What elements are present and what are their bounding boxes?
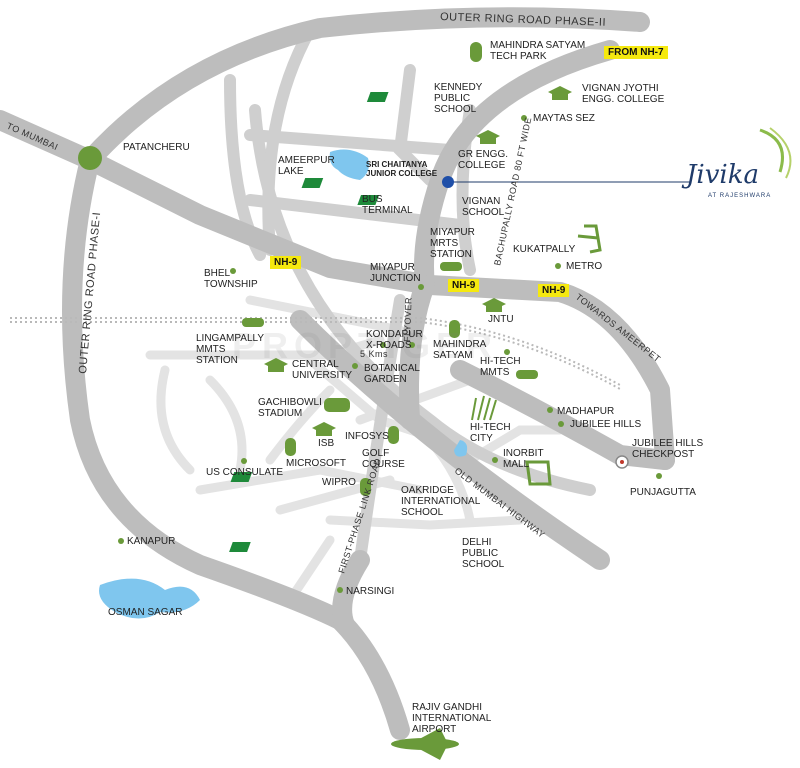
label-maytas-sez: MAYTAS SEZ: [533, 113, 595, 124]
label-kanapur: KANAPUR: [127, 536, 176, 547]
label-microsoft: MICROSOFT: [286, 458, 346, 469]
from-nh7-badge: FROM NH-7: [604, 46, 668, 59]
label-metro: METRO: [566, 261, 603, 272]
label-botanical-garden: BOTANICAL GARDEN: [364, 363, 420, 385]
label-miyapur-mrts: MIYAPUR MRTS STATION: [430, 227, 475, 260]
label-osman-sagar: OSMAN SAGAR: [108, 607, 183, 618]
label-central-university: CENTRAL UNIVERSITY: [292, 359, 353, 381]
label-kennedy-school: KENNEDY PUBLIC SCHOOL: [434, 82, 483, 115]
label-isb: ISB: [318, 438, 335, 449]
label-vignan-school: VIGNAN SCHOOL: [462, 196, 505, 218]
patancheru-junction-marker: [78, 146, 102, 170]
label-golf-course: GOLF COURSE: [362, 448, 405, 470]
landmark-dots: [118, 115, 662, 593]
airport-icon: [391, 728, 459, 760]
label-gachibowli-stadium: GACHIBOWLI STADIUM: [258, 397, 322, 419]
watermark: PROPTIGER: [232, 325, 499, 366]
project-location-marker: [442, 176, 454, 188]
label-miyapur-junction: MIYAPUR JUNCTION: [370, 262, 421, 284]
label-mahindra-satyam: MAHINDRA SATYAM: [433, 339, 487, 361]
college-icons: [264, 86, 572, 436]
label-wipro: WIPRO: [322, 477, 356, 488]
nh9-badge-center: NH-9: [448, 279, 480, 292]
stadium-icon: [324, 398, 350, 412]
label-ameerpur-lake: AMEERPUR LAKE: [278, 155, 335, 177]
label-hitech-mmts: HI-TECH MMTS: [480, 356, 521, 378]
osman-sagar-shape: [99, 578, 200, 619]
towards-ameerpet-label: TOWARDS AMEERPET: [574, 292, 663, 365]
label-rajiv-gandhi-airport: RAJIV GANDHI INTERNATIONAL AIRPORT: [412, 702, 492, 735]
label-lingampally: LINGAMPALLY MMTS STATION: [196, 333, 264, 366]
label-sri-chaitanya: SRI CHAITANYA JUNIOR COLLEGE: [366, 160, 438, 178]
brand-swoosh: [759, 128, 784, 173]
cart-icons: [525, 224, 602, 486]
label-narsingi: NARSINGI: [346, 586, 395, 597]
label-delhi-public-school: DELHI PUBLIC SCHOOL: [462, 537, 505, 570]
label-mahindra-satyam-tech-park: MAHINDRA SATYAM TECH PARK: [490, 40, 586, 62]
label-oakridge-school: OAKRIDGE INTERNATIONAL SCHOOL: [401, 485, 481, 518]
ameerpur-lake-shape: [329, 149, 369, 180]
label-vignan-jyothi: VIGNAN JYOTHI ENGG. COLLEGE: [582, 83, 665, 105]
hitech-city-icon: [471, 395, 497, 421]
label-jubilee-checkpost: JUBILEE HILLS CHECKPOST: [632, 438, 704, 460]
nh9-badge-east: NH-9: [538, 284, 570, 297]
brand-logo: Jivika: [686, 160, 759, 190]
label-patancheru: PATANCHERU: [123, 142, 190, 153]
label-jntu: JNTU: [488, 314, 514, 325]
tech-park-icons: [285, 42, 482, 496]
pond-shape: [454, 440, 468, 457]
distance-label: 5 Kms: [360, 349, 388, 359]
label-inorbit-mall: INORBIT MALL: [503, 448, 544, 470]
label-kondapur: KONDAPUR X-ROADS: [366, 329, 423, 351]
flyover-label: FLYOVER: [402, 297, 414, 342]
orr-phase2-label: OUTER RING ROAD PHASE-II: [440, 11, 606, 29]
label-punjagutta: PUNJAGUTTA: [630, 487, 696, 498]
label-bus-terminal: BUS TERMINAL: [362, 194, 413, 216]
label-kukatpally: KUKATPALLY: [513, 244, 576, 255]
label-gr-engg: GR ENGG. COLLEGE: [458, 149, 509, 171]
brand-tagline: AT RAJESHWARA: [708, 193, 772, 199]
nh9-badge-west: NH-9: [270, 256, 302, 269]
label-us-consulate: US CONSULATE: [206, 467, 284, 478]
train-icons: [242, 262, 538, 379]
label-hitech-city: HI-TECH CITY: [470, 422, 511, 444]
label-bhel-township: BHEL TOWNSHIP: [204, 268, 258, 290]
label-jubilee-hills: JUBILEE HILLS: [570, 419, 642, 430]
school-icons: [229, 92, 389, 552]
label-madhapur: MADHAPUR: [557, 406, 615, 417]
label-infosys: INFOSYS: [345, 431, 389, 442]
